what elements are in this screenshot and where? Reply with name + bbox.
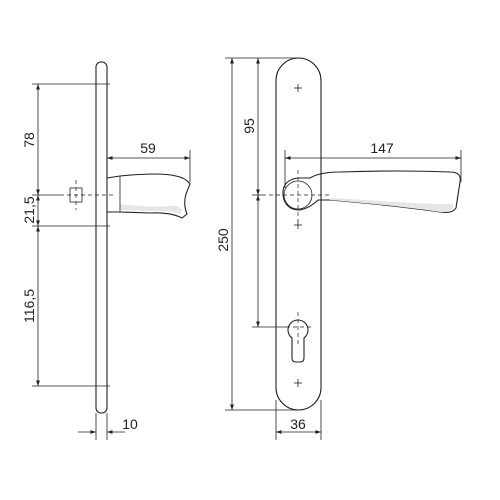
side-spindle-crosshair	[60, 180, 116, 210]
dim-label-36: 36	[290, 416, 306, 432]
dim-label-250: 250	[215, 228, 231, 252]
side-lever-shading	[120, 204, 182, 214]
side-backplate	[95, 61, 108, 414]
front-backplate	[275, 57, 322, 411]
dim-label-21-5: 21,5	[21, 196, 37, 223]
screw-hole-bottom	[294, 379, 302, 387]
front-lever-shading	[330, 198, 454, 213]
dim-label-59: 59	[140, 140, 156, 156]
dim-label-10: 10	[122, 416, 138, 432]
front-view: 250 95 147 36	[215, 57, 462, 440]
dim-label-116-5: 116,5	[21, 289, 37, 323]
dim-label-147: 147	[370, 140, 394, 156]
side-lever	[106, 173, 191, 219]
front-lever	[282, 170, 461, 214]
screw-hole-middle	[294, 221, 302, 229]
screw-hole-top	[294, 84, 302, 92]
cylinder-keyhole	[287, 319, 309, 363]
dim-label-78: 78	[21, 132, 37, 148]
dim-label-95: 95	[241, 118, 257, 134]
side-view: 78 21,5 116,5 59 10	[21, 61, 191, 440]
